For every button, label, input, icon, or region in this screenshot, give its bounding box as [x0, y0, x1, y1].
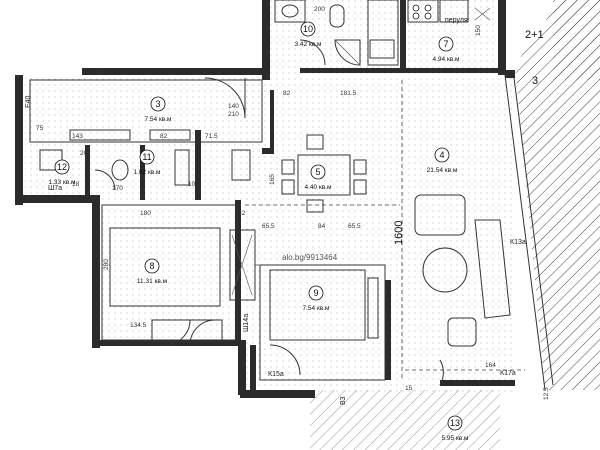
dim-label: 143 [72, 133, 83, 140]
dim-label: 164 [485, 362, 496, 369]
washer-label: перуля [445, 17, 468, 24]
dim-label: 180 [140, 210, 151, 217]
kitchen-fixtures [367, 0, 491, 66]
sh7a-label: Ш7а [48, 185, 62, 192]
dim-label: 280 [103, 259, 110, 270]
dim-label: 20 [80, 150, 88, 157]
room-9-area: 7.54 кв.м [302, 305, 330, 312]
door-z-label: ВЗ [340, 396, 347, 405]
big-dimension-label: 1600 [393, 221, 405, 245]
room-3-number: 3 [155, 99, 160, 109]
dim-label: 210 [228, 111, 239, 118]
dim-label: 65.5 [348, 223, 361, 230]
dim-label: 18 [72, 181, 80, 188]
room-8-area: 11.31 кв.м [137, 278, 168, 285]
floor-texture [25, 0, 515, 450]
room-5-area: 4.40 кв.м [304, 184, 332, 191]
dimension-labels: 200 150 140 210 82 181.5 143 82 71.5 180… [36, 6, 550, 400]
dim-label: 75 [36, 125, 44, 132]
bathroom-fixtures [274, 0, 361, 66]
room-7-number: 7 [443, 39, 448, 49]
dim-label: 12.5 [543, 387, 550, 400]
room-12-area: 1.33 кв.м [48, 179, 76, 186]
dim-label: 181.5 [340, 90, 357, 97]
dim-label: 71.5 [205, 133, 218, 140]
dim-label: 140 [228, 103, 239, 110]
room-3-area: 7.54 кв.м [144, 116, 172, 123]
unit-label: 2+1 [525, 29, 544, 41]
dim-label: 10 [188, 181, 196, 188]
watermark: alo.bg/9913464 [282, 253, 338, 262]
hatched-facade [515, 0, 600, 390]
room-4-area: 21.54 кв.м [427, 167, 458, 174]
room-markers: 3 4 5 7 8 9 10 11 12 13 7.54 кв.м 21.54 … [48, 21, 469, 442]
dim-label: 210 [95, 69, 106, 76]
room-11-area: 1.62 кв.м [133, 169, 161, 176]
k13a-label: К13а [510, 239, 526, 246]
dim-label: 150 [475, 25, 482, 36]
dim-label: 15 [405, 385, 413, 392]
room-13-number: 13 [450, 418, 460, 428]
room-11-number: 11 [142, 152, 151, 162]
room-13-area: 5.95 кв.м [441, 435, 469, 442]
room-5-number: 5 [315, 167, 320, 177]
room-9-number: 9 [313, 288, 318, 298]
dining-table [281, 134, 367, 213]
k17a-label: К17а [500, 370, 516, 377]
room-4-number: 4 [439, 150, 444, 160]
room-12-number: 12 [57, 162, 67, 172]
living-furniture [414, 194, 511, 347]
dim-label: 65.5 [262, 223, 275, 230]
dim-label: 84 [318, 223, 326, 230]
e40-label: Е40 [25, 95, 32, 108]
sh14a-label: Ш14а [243, 314, 250, 332]
k15a-label: К15а [268, 371, 284, 378]
dim-label: 82 [283, 90, 291, 97]
dim-label: 170 [112, 185, 123, 192]
beds [109, 227, 379, 343]
dim-label: 200 [314, 6, 325, 13]
right-number-label: 3 [532, 75, 538, 87]
dim-label: 32 [238, 210, 246, 217]
room-10-area: 3.42 кв.м [294, 41, 322, 48]
walls [15, 0, 515, 398]
plan-labels: перуля 2+1 3 Ш7а Ш14а К13а К15а К17а Е40… [25, 17, 544, 405]
room-10-number: 10 [303, 24, 313, 34]
room-7-area: 4.94 кв.м [432, 56, 460, 63]
dim-label: 134.5 [130, 322, 147, 329]
dim-label: 165 [269, 174, 276, 185]
room-8-number: 8 [149, 261, 154, 271]
dim-label: 82 [160, 133, 168, 140]
